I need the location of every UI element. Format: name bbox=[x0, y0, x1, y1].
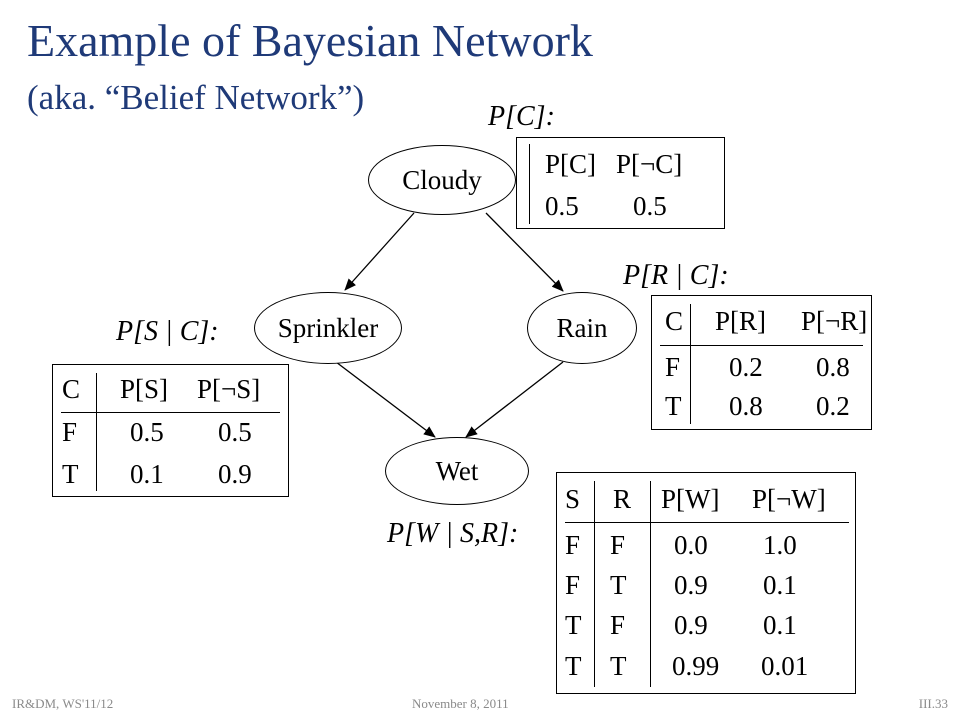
cpt-wet-row-s: F bbox=[565, 570, 581, 600]
cpt-sprinkler-row-ps: 0.1 bbox=[130, 459, 164, 489]
cpt-wet-header-s: S bbox=[565, 484, 581, 514]
cpt-wet-row-r: F bbox=[610, 530, 626, 560]
cpt-wet-header-pw: P[W] bbox=[661, 484, 720, 514]
cpt-wet-row-r: T bbox=[610, 651, 627, 681]
cpt-sprinkler-row-pnots: 0.5 bbox=[218, 417, 252, 447]
cpt-wet-row-r: F bbox=[610, 610, 626, 640]
cpt-wet-row-pnotw: 0.1 bbox=[763, 610, 797, 640]
footer-course: IR&DM, WS'11/12 bbox=[12, 696, 114, 711]
caption-prc: P[R | C]: bbox=[623, 260, 729, 291]
edge-cloudy-sprinkler bbox=[344, 212, 415, 291]
footer-date: November 8, 2011 bbox=[412, 696, 509, 711]
node-cloudy: Cloudy bbox=[368, 145, 516, 215]
cpt-wet-header-r: R bbox=[613, 484, 632, 514]
caption-pc: P[C]: bbox=[488, 101, 555, 132]
cpt-wet-row-pw: 0.99 bbox=[672, 651, 720, 681]
cpt-rain-header-pnotr: P[¬R] bbox=[801, 306, 868, 336]
cpt-sprinkler: C P[S] P[¬S] F 0.5 0.5 T 0.1 0.9 bbox=[52, 364, 289, 497]
node-wet: Wet bbox=[385, 437, 529, 505]
cpt-rain-header-pr: P[R] bbox=[715, 306, 767, 336]
cpt-rain: C P[R] P[¬R] F 0.2 0.8 T 0.8 0.2 bbox=[651, 295, 872, 430]
cpt-wet-row-r: T bbox=[610, 570, 627, 600]
cpt-rain-row-pr: 0.2 bbox=[729, 352, 763, 382]
cpt-wet-row-pw: 0.9 bbox=[674, 610, 708, 640]
cpt-sprinkler-header-pnots: P[¬S] bbox=[197, 374, 261, 404]
cpt-wet-row-pnotw: 0.1 bbox=[763, 570, 797, 600]
edge-rain-wet bbox=[465, 361, 564, 438]
cpt-sprinkler-row-ps: 0.5 bbox=[130, 417, 164, 447]
cpt-cloudy: P[C] P[¬C] 0.5 0.5 bbox=[516, 137, 725, 229]
slide-subtitle: (aka. “Belief Network”) bbox=[27, 78, 365, 117]
edge-sprinkler-wet bbox=[335, 361, 436, 438]
cpt-rain-row-pnotr: 0.8 bbox=[816, 352, 850, 382]
cpt-cloudy-header-pc: P[C] bbox=[545, 149, 597, 179]
cpt-rain-row-c: F bbox=[665, 352, 681, 382]
node-sprinkler: Sprinkler bbox=[254, 292, 402, 364]
cpt-wet-row-pw: 0.9 bbox=[674, 570, 708, 600]
caption-psc: P[S | C]: bbox=[116, 316, 219, 347]
cpt-rain-row-pr: 0.8 bbox=[729, 391, 763, 421]
node-rain: Rain bbox=[527, 292, 637, 364]
cpt-rain-row-c: T bbox=[665, 391, 682, 421]
cpt-wet-header-pnotw: P[¬W] bbox=[752, 484, 826, 514]
cpt-sprinkler-row-c: F bbox=[62, 417, 78, 447]
cpt-sprinkler-header-c: C bbox=[62, 374, 81, 404]
cpt-wet: S R P[W] P[¬W] F F 0.0 1.0 F T 0.9 0.1 T… bbox=[556, 472, 856, 694]
cpt-sprinkler-row-c: T bbox=[62, 459, 79, 489]
cpt-wet-row-pnotw: 1.0 bbox=[763, 530, 797, 560]
cpt-sprinkler-header-ps: P[S] bbox=[120, 374, 169, 404]
slide-title: Example of Bayesian Network bbox=[27, 15, 593, 66]
cpt-cloudy-header-pnotc: P[¬C] bbox=[616, 149, 683, 179]
cpt-wet-row-s: T bbox=[565, 610, 582, 640]
cpt-wet-row-s: F bbox=[565, 530, 581, 560]
cpt-wet-row-s: T bbox=[565, 651, 582, 681]
footer-slide-number: III.33 bbox=[918, 696, 948, 711]
cpt-sprinkler-row-pnots: 0.9 bbox=[218, 459, 252, 489]
cpt-cloudy-value-pc: 0.5 bbox=[545, 191, 579, 221]
caption-pwsr: P[W | S,R]: bbox=[387, 518, 519, 549]
cpt-rain-header-c: C bbox=[665, 306, 684, 336]
edge-cloudy-rain bbox=[485, 212, 564, 292]
cpt-rain-row-pnotr: 0.2 bbox=[816, 391, 850, 421]
cpt-cloudy-value-pnotc: 0.5 bbox=[633, 191, 667, 221]
cpt-wet-row-pnotw: 0.01 bbox=[761, 651, 809, 681]
cpt-wet-row-pw: 0.0 bbox=[674, 530, 708, 560]
